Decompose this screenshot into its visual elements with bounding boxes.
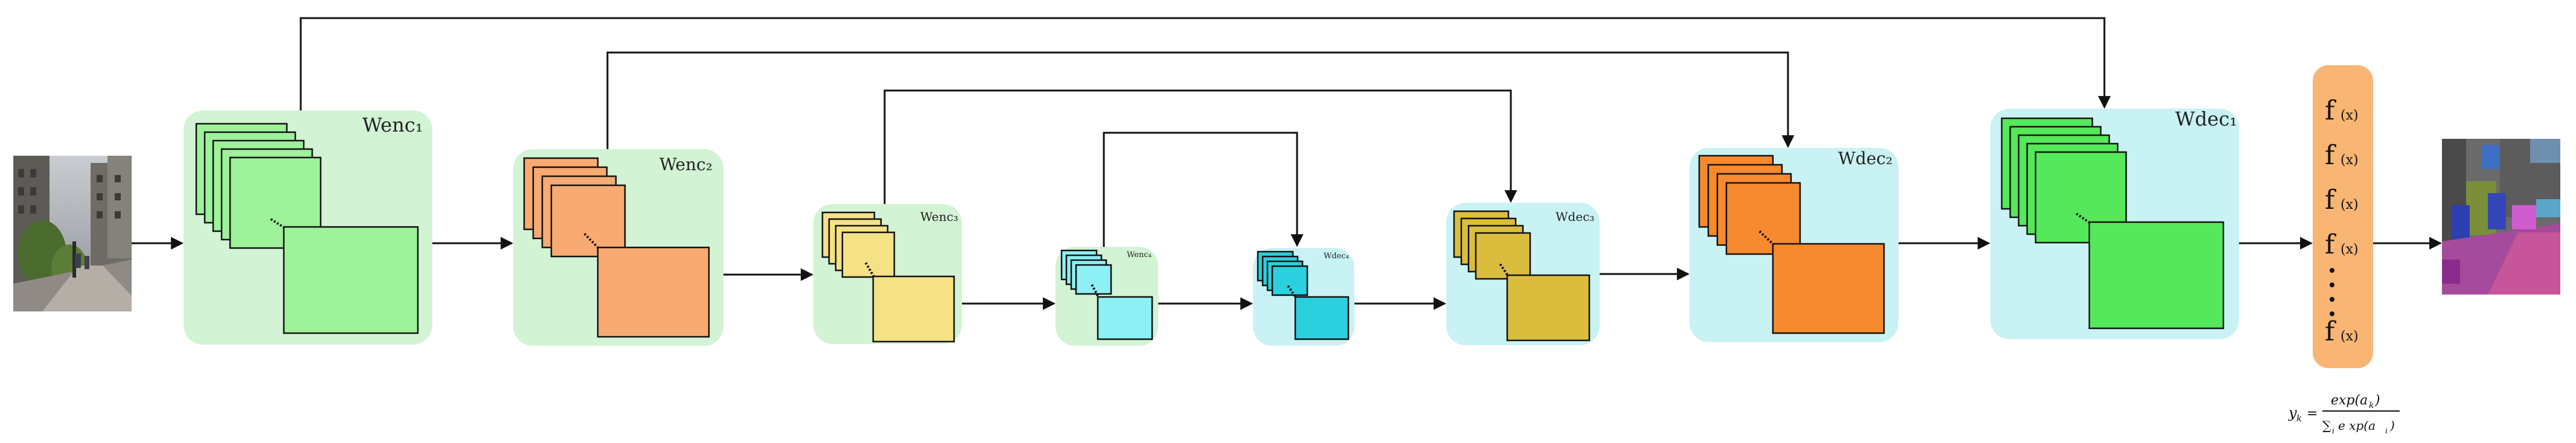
stage-dec4-label: Wdec₄	[1324, 252, 1349, 261]
stage-dec4-ellipsis	[1287, 285, 1298, 299]
formula-denominator-close: )	[2389, 418, 2395, 433]
softmax-function-entry: f (x)	[2325, 316, 2359, 347]
skip-connection-arrow	[883, 89, 1517, 204]
formula-sum: ∑	[2322, 418, 2331, 433]
stage-enc1-ellipsis	[270, 218, 286, 229]
skip-connection-arrow	[300, 17, 2111, 110]
stage-enc2: Wenc₂	[513, 149, 723, 346]
softmax-formula: y k = exp(a k ) ∑ i e xp(a i )	[2288, 393, 2400, 435]
softmax-panel: f (x) f (x) f (x) f (x) f (x)	[2313, 65, 2373, 368]
stage-dec4: Wdec₄	[1253, 248, 1354, 346]
formula-lhs-subscript: k	[2296, 413, 2302, 424]
stage-enc4: Wenc₄	[1056, 247, 1158, 346]
stage-enc1: Wenc₁	[184, 110, 432, 345]
softmax-function-entry: f (x)	[2325, 140, 2359, 171]
stage-dec3-feature-map	[1475, 232, 1531, 280]
stage-enc3-feature-map-last	[872, 275, 955, 343]
output-segmentation-image	[2442, 139, 2560, 295]
stage-enc1-feature-map-last	[283, 226, 419, 334]
formula-lhs: y	[2288, 404, 2297, 421]
stage-dec3-feature-map-last	[1506, 274, 1591, 342]
ellipsis-dot	[2330, 268, 2334, 273]
stage-dec2: Wdec₂	[1690, 148, 1898, 342]
function-symbol: f	[2325, 95, 2336, 126]
stage-dec1-ellipsis	[2075, 212, 2092, 225]
softmax-background	[2313, 65, 2373, 368]
stage-enc4-label: Wenc₄	[1127, 250, 1152, 260]
stage-dec4-feature-map	[1271, 265, 1309, 296]
formula-sum-subscript: i	[2332, 427, 2334, 435]
stage-dec1: Wdec₁	[1990, 107, 2239, 339]
stage-enc2-label: Wenc₂	[659, 155, 713, 174]
softmax-function-entry: f (x)	[2325, 95, 2359, 126]
stage-enc3: Wenc₃	[813, 204, 962, 344]
stage-enc2-feature-map-last	[597, 246, 710, 338]
stage-dec1-feature-map-last	[2088, 221, 2225, 330]
function-argument: (x)	[2341, 153, 2359, 168]
formula-denominator-subscript: i	[2385, 427, 2388, 435]
skip-connection-arrow	[606, 51, 1795, 149]
function-argument: (x)	[2341, 108, 2359, 123]
formula-numerator: exp(a	[2331, 393, 2368, 408]
input-street-image	[13, 156, 132, 311]
function-symbol: f	[2325, 185, 2336, 215]
stage-enc3-label: Wenc₃	[920, 209, 958, 224]
ellipsis-dot	[2330, 311, 2334, 316]
stage-enc3-ellipsis	[864, 262, 876, 279]
function-argument: (x)	[2341, 197, 2359, 212]
stage-dec2-feature-map-last	[1772, 243, 1885, 334]
function-argument: (x)	[2341, 329, 2359, 344]
function-symbol: f	[2325, 229, 2336, 260]
skip-connection-arrow	[1103, 132, 1304, 247]
softmax-function-entry: f (x)	[2325, 229, 2359, 260]
formula-denominator: e xp(a	[2338, 418, 2376, 433]
stage-enc4-ellipsis	[1091, 284, 1100, 299]
softmax-function-entry: f (x)	[2325, 185, 2359, 215]
stage-dec2-feature-map	[1725, 182, 1801, 255]
formula-numerator-close: )	[2374, 393, 2380, 408]
ellipsis-dot	[2330, 297, 2334, 302]
stage-dec3-ellipsis	[1499, 263, 1510, 278]
stage-enc4-feature-map-last	[1097, 296, 1153, 340]
stage-enc1-label: Wenc₁	[362, 113, 423, 136]
function-symbol: f	[2325, 140, 2336, 171]
formula-equals: =	[2307, 406, 2318, 421]
formula-numerator-subscript: k	[2369, 401, 2374, 410]
stage-enc1-feature-map	[229, 156, 322, 249]
function-symbol: f	[2325, 316, 2336, 347]
stage-dec3: Wdec₃	[1446, 203, 1600, 345]
stage-enc3-feature-map	[841, 231, 896, 278]
ellipsis-dot	[2330, 282, 2334, 287]
stage-dec4-feature-map-last	[1294, 296, 1350, 340]
stage-dec1-label: Wdec₁	[2175, 107, 2237, 130]
stage-dec3-label: Wdec₃	[1556, 209, 1594, 224]
function-argument: (x)	[2341, 242, 2359, 257]
stage-enc2-feature-map	[550, 184, 626, 258]
stage-dec2-label: Wdec₂	[1838, 148, 1892, 168]
